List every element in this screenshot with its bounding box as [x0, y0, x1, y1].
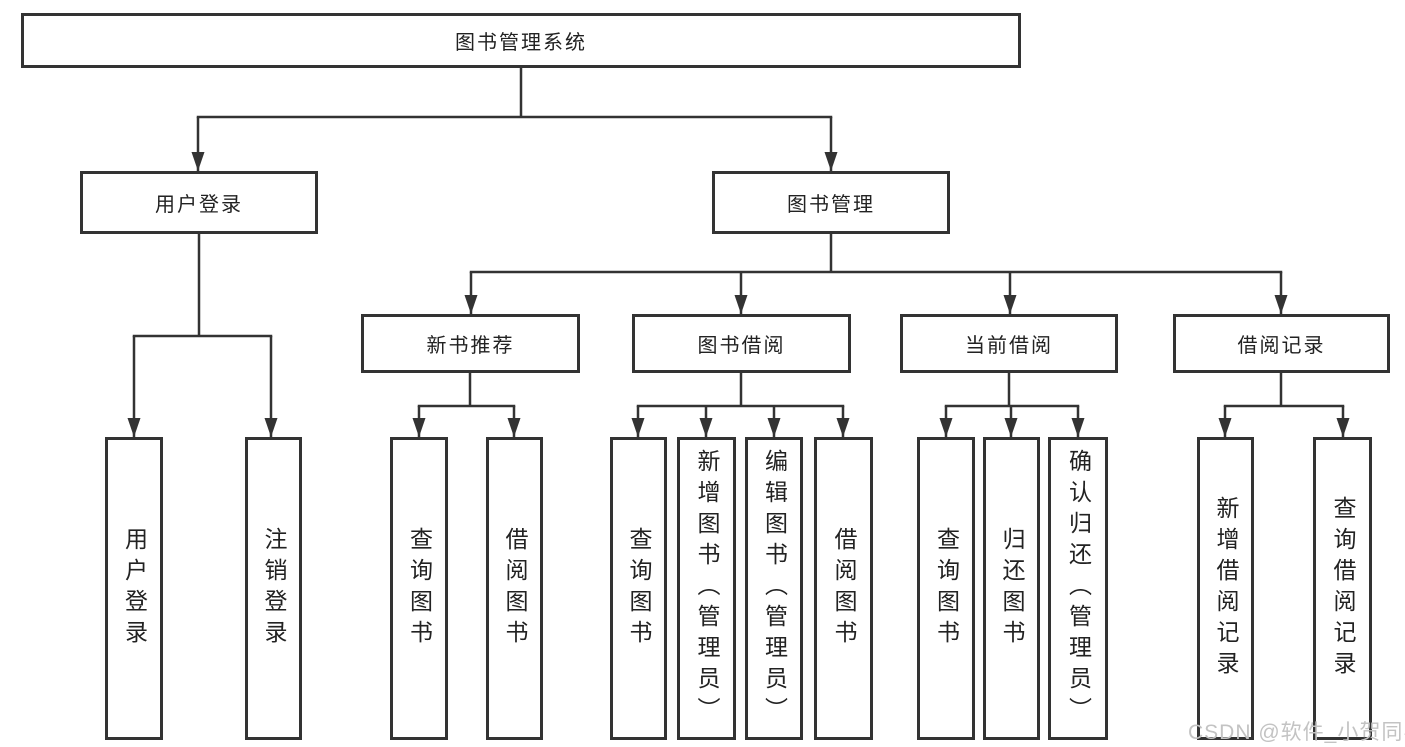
- node-new-book-recommendation: 新书推荐: [361, 314, 580, 373]
- node-label: 借阅图书: [502, 526, 528, 651]
- node-label: 查询图书: [626, 526, 652, 651]
- node-book-borrowing: 图书借阅: [632, 314, 851, 373]
- node-label: 图书借阅: [697, 335, 786, 357]
- node-label: 用户登录: [121, 526, 148, 651]
- leaf-records-add-borrow-record: 新增借阅记录: [1197, 437, 1254, 740]
- node-label: 新增借阅记录: [1213, 495, 1239, 682]
- leaf-current-query-books: 查询图书: [917, 437, 975, 740]
- node-label: 借阅记录: [1237, 335, 1326, 357]
- csdn-watermark: CSDN @软件_小贺同学: [1188, 721, 1405, 744]
- node-label: 注销登录: [261, 526, 287, 651]
- node-label: 图书管理系统: [455, 32, 587, 54]
- node-label: 归还图书: [999, 526, 1025, 651]
- leaf-borrowing-borrow-books: 借阅图书: [814, 437, 873, 740]
- node-label: 确认归还（管理员）: [1065, 449, 1092, 728]
- node-label: 新书推荐: [426, 335, 515, 357]
- node-label: 编辑图书（管理员）: [761, 449, 788, 728]
- leaf-user-login: 用户登录: [105, 437, 163, 740]
- node-label: 图书管理: [787, 194, 875, 216]
- leaf-borrowing-edit-books-admin: 编辑图书（管理员）: [745, 437, 803, 740]
- leaf-recommend-query-books: 查询图书: [390, 437, 448, 740]
- leaf-records-query-borrow-record: 查询借阅记录: [1313, 437, 1372, 740]
- node-label: 借阅图书: [831, 526, 857, 651]
- node-label: 查询图书: [406, 526, 433, 651]
- leaf-recommend-borrow-books: 借阅图书: [486, 437, 543, 740]
- node-borrowing-records: 借阅记录: [1173, 314, 1390, 373]
- leaf-borrowing-query-books: 查询图书: [610, 437, 667, 740]
- leaf-logout-login: 注销登录: [245, 437, 302, 740]
- node-label: 用户登录: [155, 194, 243, 216]
- node-label: 查询图书: [933, 526, 960, 651]
- node-book-management: 图书管理: [712, 171, 950, 234]
- node-user-login: 用户登录: [80, 171, 318, 234]
- leaf-current-confirm-return-admin: 确认归还（管理员）: [1048, 437, 1108, 740]
- leaf-borrowing-add-books-admin: 新增图书（管理员）: [677, 437, 736, 740]
- node-label: 查询借阅记录: [1330, 495, 1356, 682]
- node-system-root: 图书管理系统: [21, 13, 1021, 68]
- leaf-current-return-books: 归还图书: [983, 437, 1040, 740]
- node-current-borrowing: 当前借阅: [900, 314, 1118, 373]
- node-label: 新增图书（管理员）: [694, 449, 720, 728]
- node-label: 当前借阅: [965, 335, 1053, 357]
